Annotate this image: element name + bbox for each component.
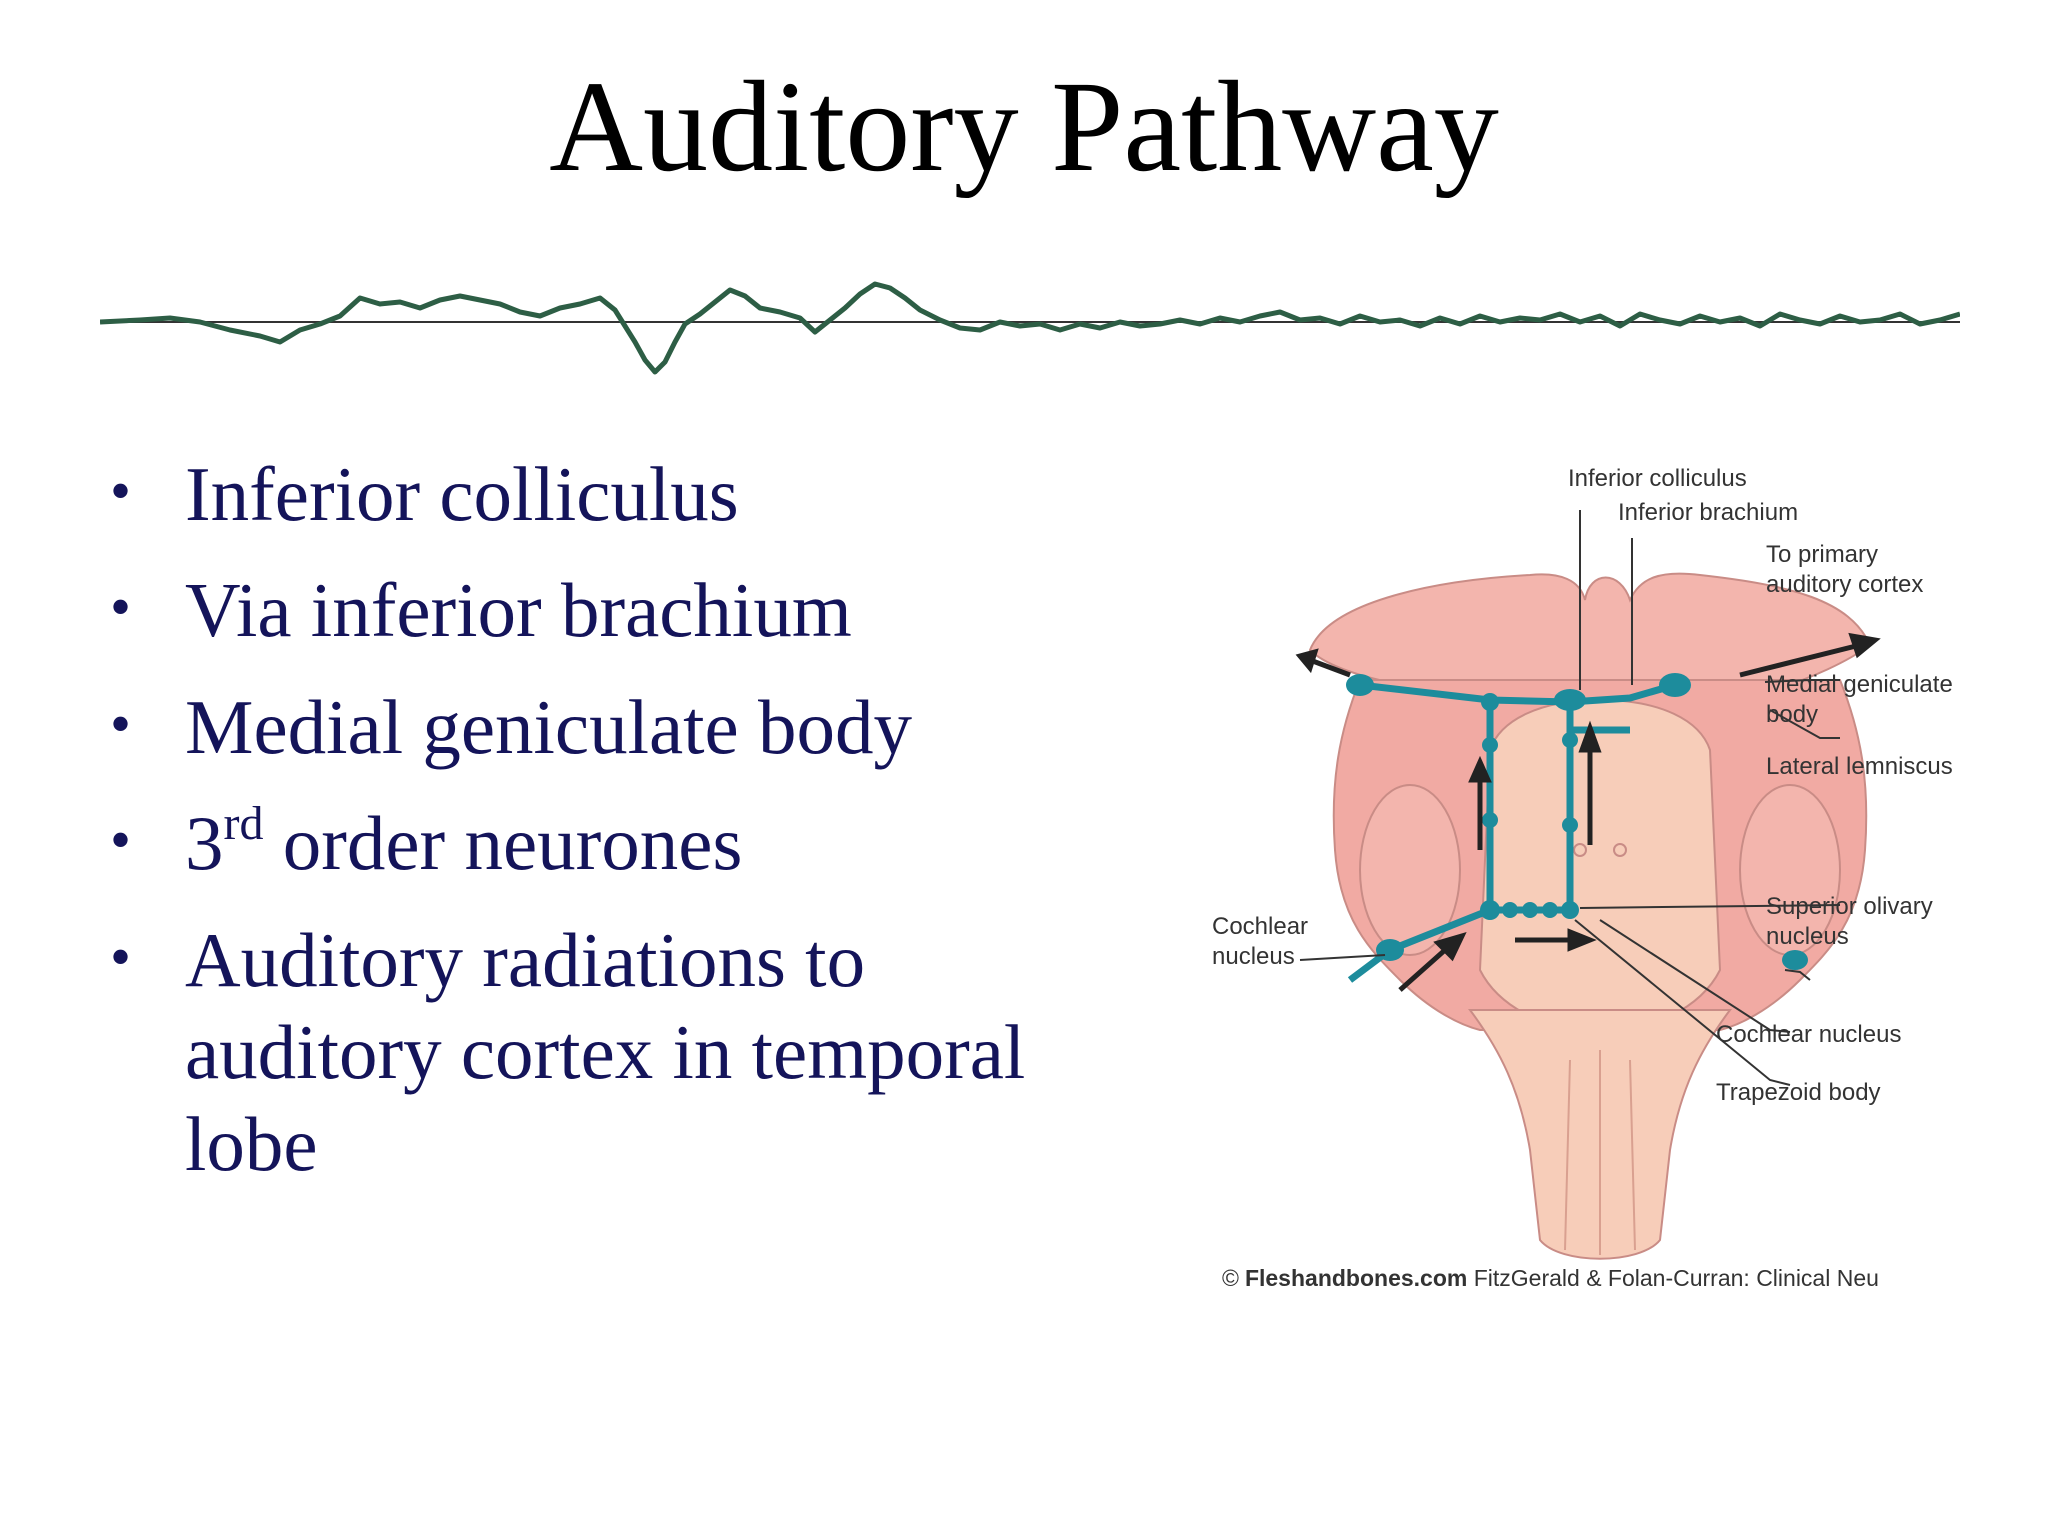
bullet-item: • Auditory radiations to auditory cortex… (110, 914, 1110, 1191)
bullet-glyph: • (110, 807, 132, 874)
bullet-text: Auditory radiations to auditory cortex i… (185, 916, 1026, 1188)
bullet-list: • Inferior colliculus • Via inferior bra… (110, 448, 1110, 1215)
image-credit: ©Fleshandbones.com FitzGerald & Folan-Cu… (1222, 1265, 1879, 1291)
bullet-text: Via inferior brachium (185, 567, 852, 654)
bullet-text: Inferior colliculus (185, 451, 739, 537)
label-cochlear-left-2: nucleus (1212, 943, 1295, 970)
bullet-item: • Medial geniculate body (110, 681, 1110, 773)
label-trapezoid: Trapezoid body (1716, 1079, 1881, 1106)
bullet-glyph: • (110, 923, 132, 990)
bullet-item: • Via inferior brachium (110, 564, 1110, 656)
brainstem-illustration (1308, 572, 1872, 1260)
bullet-glyph: • (110, 690, 132, 757)
bullet-item: • 3rd order neurones (110, 797, 1110, 889)
slide-title: Auditory Pathway (549, 55, 1499, 199)
label-leader-lines (1299, 510, 1841, 1086)
bullet-item: • Inferior colliculus (110, 448, 1110, 540)
bullet-glyph: • (110, 458, 132, 524)
bullet-text-prefix: 3 (185, 800, 224, 887)
label-to-primary-1: To primary (1766, 541, 1878, 568)
bullet-text: Medial geniculate body (185, 683, 912, 770)
credit-symbol: © (1222, 1265, 1239, 1291)
label-medial-geniculate-1: Medial geniculate (1766, 671, 1953, 698)
label-cochlear-left-1: Cochlear (1212, 913, 1308, 940)
brainstem-diagram: Inferior colliculus Inferior brachium To… (1212, 465, 1953, 1291)
label-medial-geniculate-2: body (1766, 701, 1818, 728)
label-inferior-brachium: Inferior brachium (1618, 499, 1798, 526)
label-superior-olivary-1: Superior olivary (1766, 893, 1933, 920)
credit-bold: Fleshandbones.com (1245, 1265, 1467, 1291)
bullet-text: order neurones (263, 800, 743, 887)
waveform-divider (100, 281, 1960, 375)
bullet-glyph: • (110, 574, 132, 641)
diagram-labels: Inferior colliculus Inferior brachium To… (1212, 465, 1953, 1106)
credit-rest: FitzGerald & Folan-Curran: Clinical Neu (1467, 1265, 1879, 1291)
label-cochlear-right: Cochlear nucleus (1716, 1021, 1901, 1048)
pathway-nuclei (1346, 673, 1808, 970)
label-superior-olivary-2: nucleus (1766, 923, 1849, 950)
pathway-arrows (1295, 632, 1881, 992)
bullet-superscript: rd (223, 797, 264, 851)
label-to-primary-2: auditory cortex (1766, 571, 1923, 598)
label-lateral-lemniscus: Lateral lemniscus (1766, 753, 1953, 780)
label-inferior-colliculus: Inferior colliculus (1568, 465, 1747, 492)
